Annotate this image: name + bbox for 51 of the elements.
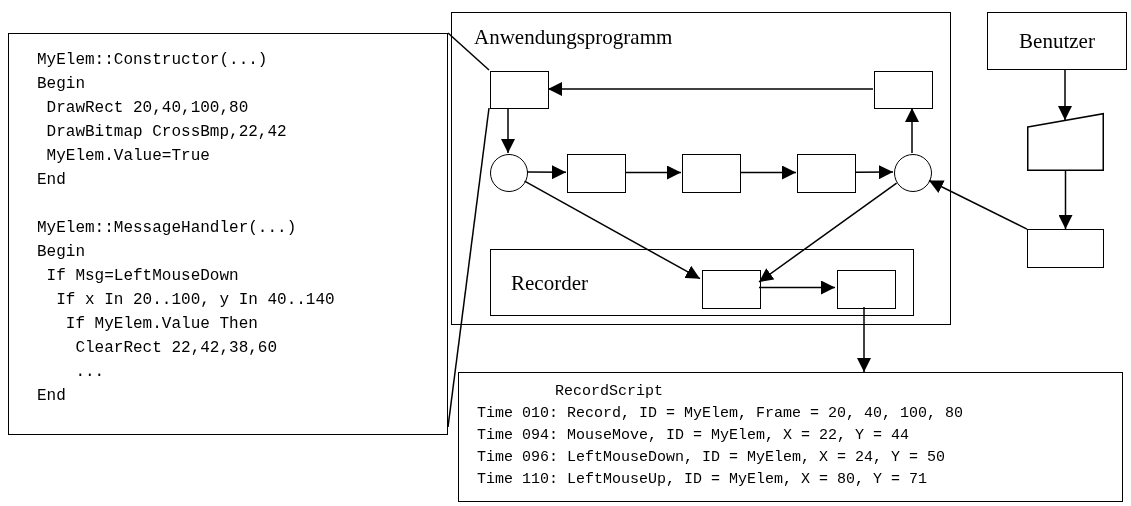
script-line: RecordScript: [554, 382, 664, 402]
box-title: Anwendungsprogramm: [474, 25, 673, 50]
script-line: Time 010: Record, ID = MyElem, Frame = 20, 40, 100, 80: [477, 404, 964, 424]
script-line: Time 094: MouseMove, ID = MyElem, X = 22, Y = 44: [477, 426, 910, 446]
process-box: [702, 270, 761, 309]
manual-input-shape: [1027, 113, 1104, 171]
code-line: DrawRect 20,40,100,80: [45, 98, 249, 119]
arrow: [526, 165, 567, 180]
arrow: [624, 165, 682, 180]
process-box: [567, 154, 626, 193]
arrow: [758, 280, 836, 295]
application-box: [451, 12, 951, 325]
code-line: End: [37, 386, 66, 407]
code-line: If MyElem.Value Then: [64, 314, 258, 335]
code-line: ...: [74, 362, 105, 383]
code-line: ClearRect 22,42,38,60: [74, 338, 278, 359]
box-title: Recorder: [511, 270, 588, 295]
arrow: [854, 165, 894, 180]
user-box: [987, 12, 1127, 70]
recorder-box: [490, 249, 914, 316]
arrow: [758, 182, 898, 283]
process-box: [682, 154, 741, 193]
process-box: [1027, 229, 1104, 268]
arrow: [905, 107, 919, 154]
code-line: MyElem::Constructor(...): [37, 50, 268, 71]
script-box: [458, 372, 1123, 502]
code-line: Begin: [37, 74, 85, 95]
arrow: [739, 165, 797, 180]
code-line: MyElem.Value=True: [45, 146, 210, 167]
arrow: [1058, 69, 1072, 121]
code-line: MyElem::MessageHandler(...): [37, 218, 297, 239]
code-listing-box: [8, 33, 448, 435]
code-line: Begin: [37, 242, 85, 263]
arrow: [523, 180, 701, 280]
arrow: [857, 306, 871, 373]
process-box: [874, 71, 933, 109]
code-line: End: [37, 170, 66, 191]
script-line: Time 110: LeftMouseUp, ID = MyElem, X = 80, Y = 71: [477, 470, 928, 490]
box-label: Benutzer: [1019, 28, 1095, 54]
arrow: [1058, 170, 1073, 230]
code-line: DrawBitmap CrossBmp,22,42: [45, 122, 287, 143]
process-box: [490, 71, 549, 109]
script-line: Time 096: LeftMouseDown, ID = MyElem, X = 24, Y = 50: [477, 448, 946, 468]
process-box: [837, 270, 896, 309]
code-line: If x In 20..100, y In 40..140: [55, 290, 335, 311]
arrow: [547, 82, 874, 96]
leader-line: [447, 32, 490, 71]
arrow: [501, 107, 515, 154]
arrow: [928, 179, 1028, 230]
process-box: [797, 154, 856, 193]
code-line: If Msg=LeftMouseDown: [45, 266, 239, 287]
